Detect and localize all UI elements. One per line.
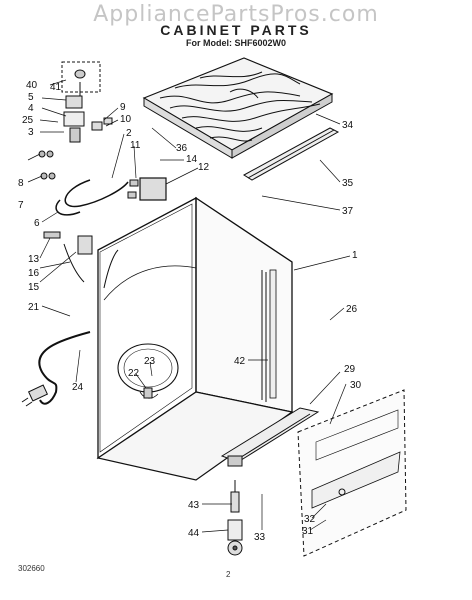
- figure-number: 302660: [18, 564, 45, 573]
- callout-15: 15: [28, 282, 40, 293]
- switch-block: [43, 177, 167, 255]
- power-cord: [21, 331, 91, 407]
- callout-31: 31: [302, 526, 314, 537]
- callout-24: 24: [72, 382, 84, 393]
- callout-30: 30: [350, 380, 362, 391]
- callout-14: 14: [186, 154, 198, 165]
- callout-33: 33: [254, 532, 266, 543]
- callout-13: 13: [28, 254, 40, 265]
- callout-26: 26: [346, 304, 358, 315]
- callout-3: 3: [28, 127, 34, 138]
- callout-5: 5: [28, 92, 34, 103]
- cabinet-body: [96, 196, 294, 481]
- leveling-leg-caster: [227, 480, 243, 556]
- callout-41: 41: [50, 82, 62, 93]
- callout-8: 8: [18, 178, 24, 189]
- callout-36: 36: [176, 143, 188, 154]
- watermark: AppliancePartsPros.com: [93, 2, 379, 27]
- leader-lines: [27, 79, 351, 533]
- callout-32: 32: [304, 514, 316, 525]
- callout-43: 43: [188, 500, 200, 511]
- diagram-title: CABINET PARTS: [160, 22, 312, 38]
- callout-2: 2: [126, 128, 132, 139]
- callout-12: 12: [198, 162, 210, 173]
- cabinet-top-panel: [142, 57, 334, 159]
- callout-42: 42: [234, 356, 246, 367]
- callout-29: 29: [344, 364, 356, 375]
- callout-16: 16: [28, 268, 40, 279]
- top-rail: [243, 127, 340, 181]
- valve-assembly: [38, 61, 113, 180]
- callout-21: 21: [28, 302, 40, 313]
- callout-1: 1: [352, 250, 358, 261]
- callout-9: 9: [120, 102, 126, 113]
- callout-22: 22: [128, 368, 140, 379]
- callout-40: 40: [26, 80, 38, 91]
- baseplate: [220, 407, 320, 467]
- page-number: 2: [226, 570, 231, 579]
- model-subtitle: For Model: SHF6002W0: [185, 38, 286, 48]
- wiring-harness: [55, 179, 129, 289]
- callout-25: 25: [22, 115, 34, 126]
- callout-6: 6: [34, 218, 40, 229]
- callout-4: 4: [28, 103, 34, 114]
- callout-44: 44: [188, 528, 200, 539]
- toe-panel: [297, 389, 407, 557]
- callout-34: 34: [342, 120, 354, 131]
- callout-11: 11: [130, 140, 141, 151]
- callout-10: 10: [120, 114, 132, 125]
- callout-35: 35: [342, 178, 354, 189]
- callout-37: 37: [342, 206, 354, 217]
- callout-23: 23: [144, 356, 156, 367]
- callout-7: 7: [18, 200, 24, 211]
